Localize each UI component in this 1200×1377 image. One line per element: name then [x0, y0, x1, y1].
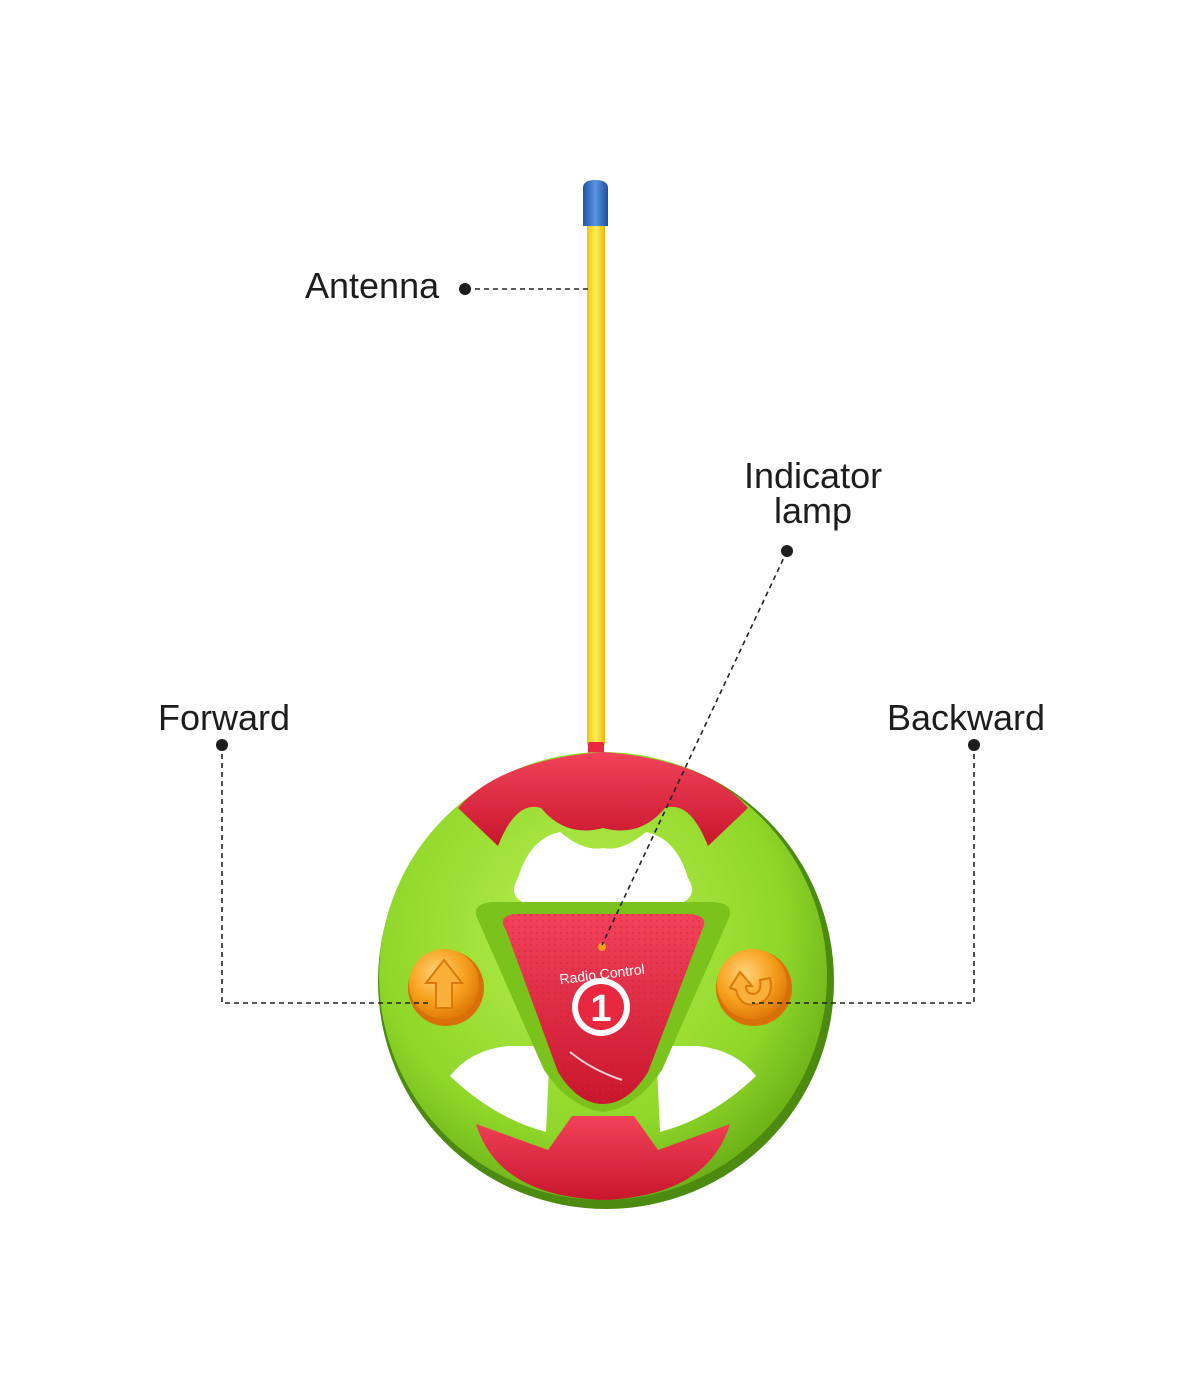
forward-label: Forward [158, 697, 291, 738]
backward-leader [752, 745, 975, 1004]
antenna-tip [583, 180, 608, 226]
bottom-grip [476, 1116, 730, 1200]
arrow-up-icon [423, 958, 465, 1009]
indicator-lamp [598, 943, 606, 951]
indicator-label-line2: lamp [774, 490, 853, 531]
badge-number: 1 [590, 988, 611, 1030]
indicator-leader [601, 550, 788, 946]
wheel-hole-left [450, 1046, 550, 1132]
wheel-hole-right [656, 1046, 756, 1132]
panel-highlight [569, 1051, 623, 1081]
leader-dots [216, 283, 980, 751]
forward-button[interactable] [408, 949, 484, 1026]
leader-lines [221, 288, 975, 1004]
antenna [583, 180, 608, 758]
forward-leader [221, 745, 432, 1004]
arrow-return-icon [728, 970, 772, 1006]
backward-dot [968, 739, 980, 751]
top-grip [458, 752, 748, 846]
antenna-label: Antenna [305, 265, 440, 306]
forward-dot [216, 739, 228, 751]
antenna-rod [587, 212, 605, 747]
indicator-label-line1: Indicator [744, 455, 883, 496]
indicator-lamp-label: Indicator lamp [744, 455, 883, 531]
backward-label: Backward [887, 697, 1046, 738]
number-badge-inner [578, 984, 624, 1030]
steering-wheel: Radio Control 1 [378, 752, 834, 1209]
backward-button[interactable] [716, 949, 792, 1026]
wheel-hole-top [514, 832, 692, 905]
antenna-dot [459, 283, 471, 295]
indicator-dot [781, 545, 793, 557]
